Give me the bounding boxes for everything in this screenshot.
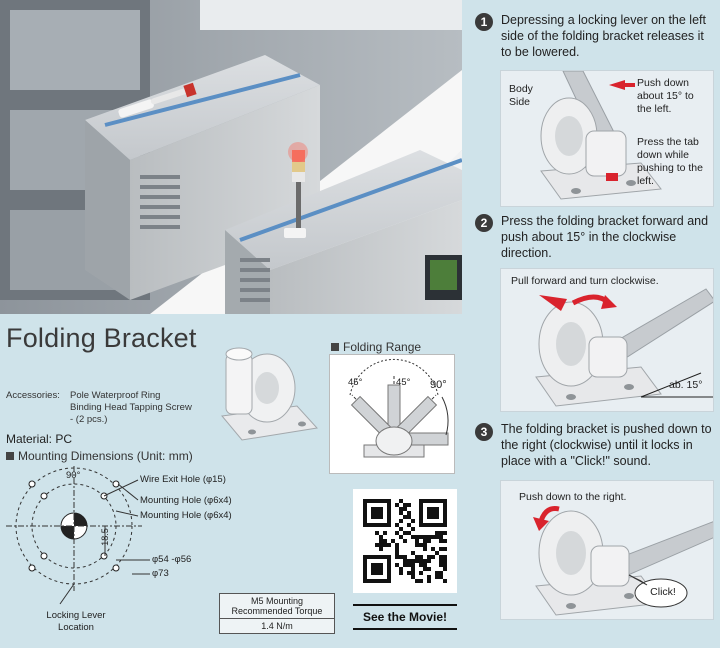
qr-code[interactable] <box>353 489 457 593</box>
accessories-label: Accessories: <box>6 390 60 401</box>
accessories-list: Pole Waterproof Ring Binding Head Tappin… <box>70 390 192 426</box>
material-text: Material: PC <box>6 432 73 446</box>
push-down-label: Push down about 15° to the left. <box>637 77 694 115</box>
step-3-badge: 3 <box>475 423 493 441</box>
accessory-item: Binding Head Tapping Screw <box>70 402 192 413</box>
square-bullet-icon <box>6 452 14 460</box>
fold-angle-right: 90° <box>430 379 447 391</box>
step-2-badge: 2 <box>475 214 493 232</box>
press-tab-label: Press the tab down while pushing to the … <box>637 136 703 187</box>
angle-15-label: ab. 15° <box>669 379 703 391</box>
folding-range-diagram: 45° 45° 90° <box>329 354 455 474</box>
fold-angle-left: 45° <box>348 377 363 388</box>
square-bullet-icon <box>331 343 339 351</box>
click-label: Click! <box>650 586 676 598</box>
step-2-text: Press the folding bracket forward and pu… <box>501 214 709 260</box>
locking-lever-label: Locking Lever Location <box>46 610 106 633</box>
pull-forward-label: Pull forward and turn clockwise. <box>511 275 659 287</box>
page-title: Folding Bracket <box>6 323 197 353</box>
torque-header: M5 Mounting Recommended Torque <box>220 594 334 619</box>
accessory-item: - (2 pcs.) <box>70 414 108 425</box>
mounting-hole-label-2: Mounting Hole (φ6x4) <box>140 510 232 521</box>
mounting-dimensions-heading: Mounting Dimensions (Unit: mm) <box>6 449 193 463</box>
dim-54-56-label: φ54 -φ56 <box>152 554 192 565</box>
mounting-hole-label-1: Mounting Hole (φ6x4) <box>140 495 232 506</box>
torque-value: 1.4 N/m <box>261 621 293 631</box>
wire-exit-label: Wire Exit Hole (φ15) <box>140 474 226 485</box>
dim-18-5-label: 18.5 <box>99 528 110 546</box>
fold-angle-mid: 45° <box>396 377 411 388</box>
folding-range-heading: Folding Range <box>331 340 421 354</box>
body-side-label: Body Side <box>509 83 533 108</box>
step-1-badge: 1 <box>475 13 493 31</box>
product-photo <box>0 0 462 314</box>
see-movie-link[interactable]: See the Movie! <box>362 610 448 624</box>
bracket-image <box>212 336 322 446</box>
step-1-illustration: Body Side Push down about 15° to the lef… <box>500 70 714 207</box>
mounting-diagram <box>0 466 260 646</box>
dim-73-label: φ73 <box>152 568 169 579</box>
torque-table: M5 Mounting Recommended Torque 1.4 N/m <box>219 593 335 634</box>
step-3-text: The folding bracket is pushed down to th… <box>501 422 712 468</box>
push-right-label: Push down to the right. <box>519 491 627 503</box>
angle-90-label: 90° <box>66 470 81 481</box>
step-2-illustration: Pull forward and turn clockwise. ab. 15° <box>500 268 714 412</box>
accessory-item: Pole Waterproof Ring <box>70 390 161 401</box>
divider <box>353 604 457 606</box>
step-1-text: Depressing a locking lever on the left s… <box>501 13 706 59</box>
step-3-illustration: Push down to the right. Click! <box>500 480 714 620</box>
divider <box>353 628 457 630</box>
